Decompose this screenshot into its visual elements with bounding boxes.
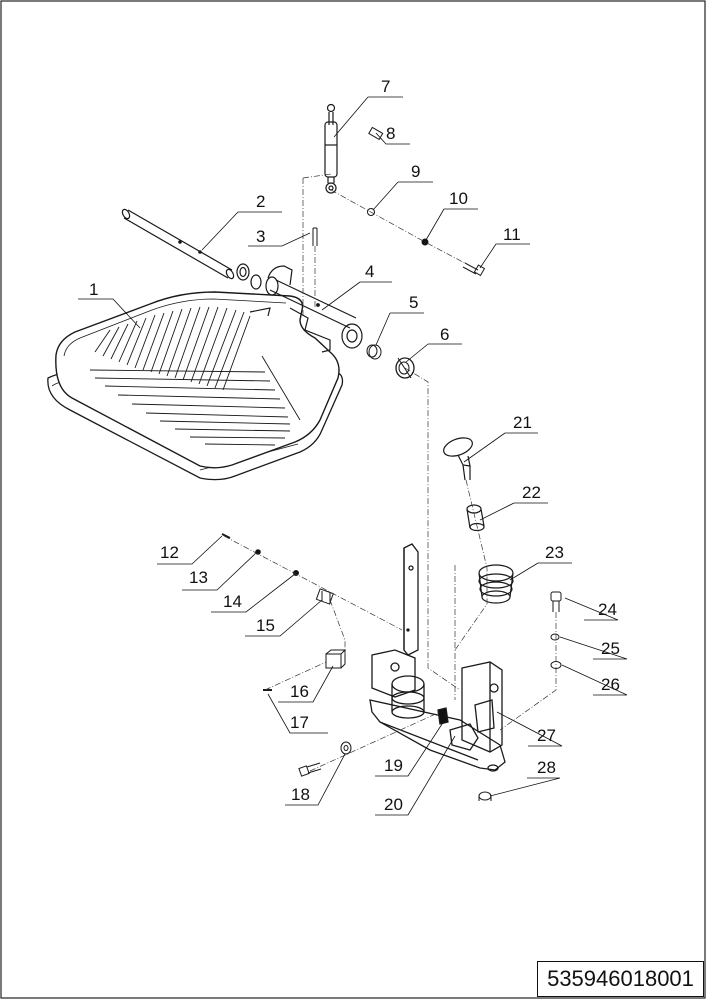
label-part-19: 19: [384, 756, 403, 775]
assembly-lines: [223, 173, 557, 772]
screw-18: [298, 762, 322, 777]
label-part-2: 2: [256, 192, 265, 211]
label-part-9: 9: [411, 162, 420, 181]
nut-28: [478, 791, 492, 801]
sleeve: [466, 504, 485, 532]
washer-9: [367, 208, 375, 216]
block-16: [325, 649, 347, 669]
clamp-15: [315, 588, 334, 605]
leader-lines: [78, 96, 628, 816]
label-part-13: 13: [189, 568, 208, 587]
bushing-small: [366, 344, 382, 360]
pivot-bracket: [249, 265, 363, 353]
pin: [312, 227, 318, 246]
label-part-4: 4: [365, 262, 374, 281]
label-part-25: 25: [601, 639, 620, 658]
label-part-5: 5: [409, 293, 418, 312]
spring: [478, 564, 514, 604]
label-part-15: 15: [256, 616, 275, 635]
pivot-shaft: [121, 208, 262, 290]
label-part-8: 8: [386, 124, 395, 143]
label-part-7: 7: [381, 77, 390, 96]
label-part-26: 26: [601, 675, 620, 694]
bolt-8: [368, 126, 384, 141]
drawing-number: 535946018001: [537, 961, 704, 997]
label-part-14: 14: [223, 592, 242, 611]
bushing-flanged: [395, 357, 415, 379]
seat-plate: [47, 291, 344, 481]
screw-11: [462, 262, 486, 277]
label-part-18: 18: [291, 785, 310, 804]
label-part-27: 27: [537, 726, 556, 745]
label-part-16: 16: [290, 682, 309, 701]
label-part-1: 1: [89, 280, 98, 299]
base-frame: [369, 543, 506, 772]
knob: [443, 437, 473, 481]
label-part-17: 17: [290, 713, 309, 732]
label-part-10: 10: [449, 189, 468, 208]
washer-25: [550, 633, 560, 641]
nut-18b: [340, 741, 352, 755]
label-part-22: 22: [522, 483, 541, 502]
gas-spring: [324, 103, 338, 194]
label-part-6: 6: [440, 325, 449, 344]
label-part-3: 3: [256, 227, 265, 246]
label-part-23: 23: [545, 543, 564, 562]
screw-12: [221, 533, 231, 539]
label-part-11: 11: [503, 225, 521, 244]
label-part-24: 24: [598, 600, 617, 619]
screw-24: [550, 591, 562, 612]
label-part-28: 28: [537, 758, 556, 777]
label-part-21: 21: [513, 413, 532, 432]
part-number-labels: 1 2 3 4 5 6 7 8 9 10 11 12 13 14 15 16 1…: [89, 77, 620, 814]
label-part-20: 20: [384, 795, 403, 814]
label-part-12: 12: [160, 543, 179, 562]
